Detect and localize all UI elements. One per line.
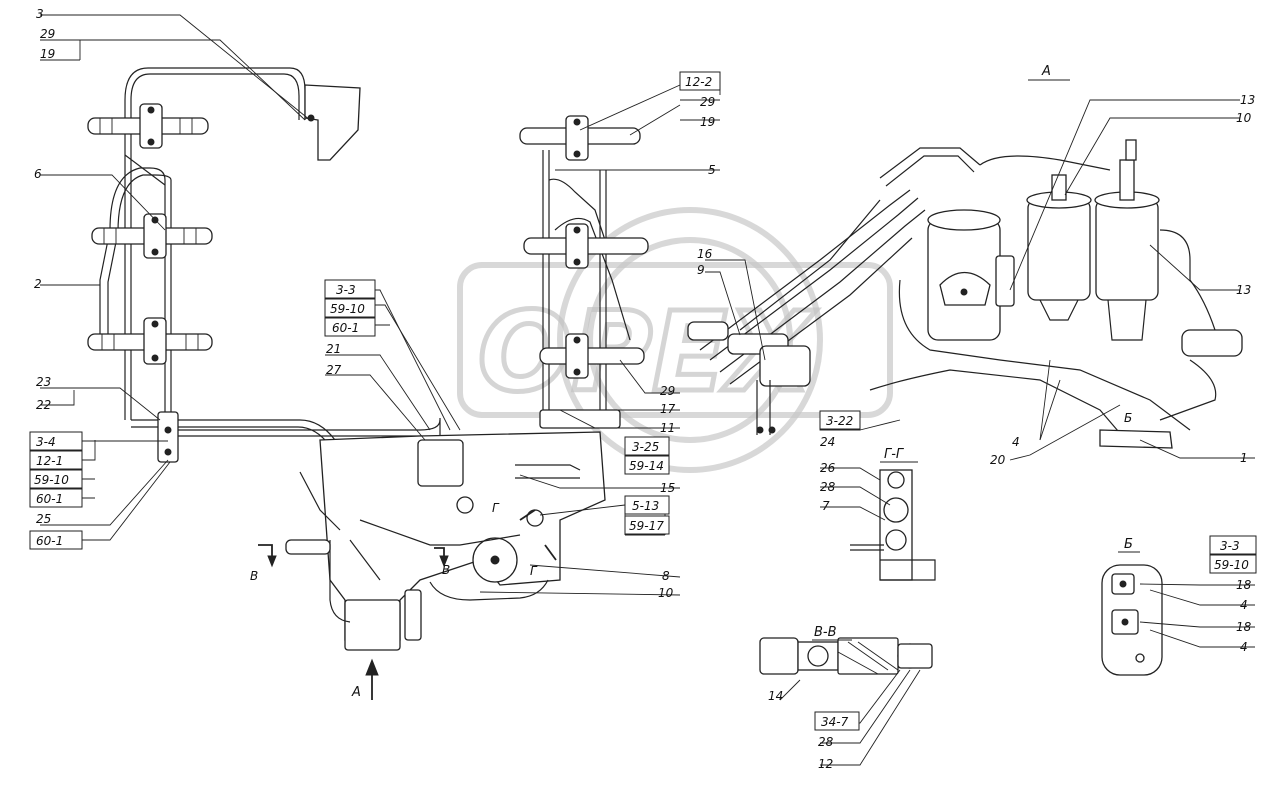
callout: 16 (697, 247, 713, 261)
callout: 9 (697, 263, 705, 277)
callout: 14 (768, 689, 783, 703)
callout: 27 (326, 363, 342, 377)
arrow-g1-label: Г (492, 501, 500, 515)
injector-mid-middle (523, 223, 649, 269)
callout: 21 (326, 342, 341, 356)
callout: 5 (708, 163, 716, 177)
boxed-ref: 59-14 (629, 459, 664, 473)
arrow-g2-label: Г (530, 564, 538, 578)
middle-pipe-assembly (519, 115, 649, 429)
boxed-ref: 60-1 (36, 492, 63, 506)
injection-pump (258, 418, 606, 700)
callout: 19 (700, 115, 715, 129)
boxed-ref: 3-4 (36, 435, 56, 449)
callout: 7 (822, 499, 830, 513)
callout: 4 (1012, 435, 1020, 449)
callout: 23 (36, 375, 51, 389)
callout: 2 (34, 277, 42, 291)
fuel-filter-body (927, 209, 1015, 341)
callout: 29 (40, 27, 55, 41)
injector-lower-left (87, 317, 213, 365)
boxed-ref: 3-22 (826, 414, 853, 428)
boxed-ref: 34-7 (821, 715, 849, 729)
right-filter-assembly (687, 139, 1243, 449)
boxed-ref: 60-1 (332, 321, 359, 335)
boxed-ref: 3-3 (1220, 539, 1240, 553)
view-b-title: Б (1124, 537, 1133, 552)
boxed-ref: 60-1 (36, 534, 63, 548)
callout: 1 (1240, 451, 1248, 465)
boxed-ref: 59-10 (34, 473, 69, 487)
callout: 10 (1236, 111, 1252, 125)
boxed-ref: 5-13 (632, 499, 659, 513)
arrow-v2-label: В (442, 563, 450, 577)
arrow-v1-label: В (250, 569, 258, 583)
section-g-g (850, 469, 936, 581)
callout: 18 (1236, 620, 1252, 634)
callout: 6 (34, 167, 42, 181)
view-labels: A A Г-Г В-В Б В В Г Г Б (250, 64, 1140, 700)
callout: 28 (818, 735, 834, 749)
callout: 10 (658, 586, 674, 600)
callout: 25 (36, 512, 51, 526)
callout-labels: 3 29 19 6 2 23 22 25 29 19 5 16 9 21 27 … (34, 7, 1255, 771)
callout: 11 (660, 421, 675, 435)
callout: 3 (36, 7, 44, 21)
boxed-ref: 3-25 (632, 440, 659, 454)
filter-cup-1 (1026, 174, 1092, 321)
callout: 4 (1240, 598, 1248, 612)
section-v-v (759, 637, 933, 675)
boxed-ref: 59-17 (629, 519, 664, 533)
callout: 18 (1236, 578, 1252, 592)
section-gg-title: Г-Г (884, 447, 905, 462)
callout: 29 (660, 384, 675, 398)
left-pipe-assembly (87, 67, 441, 477)
callout: 13 (1236, 283, 1251, 297)
injector-middle-left (91, 213, 213, 259)
callout: 20 (990, 453, 1006, 467)
boxed-ref: 59-10 (1214, 558, 1249, 572)
callout: 19 (40, 47, 55, 61)
view-b (1101, 564, 1163, 676)
boxed-reference-labels: 3-4 12-1 59-10 60-1 60-1 12-2 3-3 59-10 … (29, 71, 1257, 731)
section-vv-title: В-В (814, 625, 837, 640)
callout: 22 (36, 398, 51, 412)
callout: 8 (662, 569, 670, 583)
filter-cup-2 (1094, 139, 1160, 341)
boxed-ref: 59-10 (330, 302, 365, 316)
boxed-ref: 12-1 (36, 454, 63, 468)
callout: 28 (820, 480, 836, 494)
view-a-label: A (1041, 64, 1051, 79)
boxed-ref: 3-3 (336, 283, 356, 297)
callout: 13 (1240, 93, 1255, 107)
callout: 29 (700, 95, 715, 109)
callout: 26 (820, 461, 836, 475)
callout: 4 (1240, 640, 1248, 654)
leader-lines (30, 14, 1257, 766)
arrow-a-label: A (351, 685, 361, 700)
arrow-b-label: Б (1124, 411, 1132, 425)
callout: 12 (818, 757, 833, 771)
injector-upper-left (87, 103, 209, 149)
injector-upper-middle (519, 115, 641, 161)
callout: 17 (660, 402, 676, 416)
callout: 24 (820, 435, 835, 449)
boxed-ref: 12-2 (685, 75, 712, 89)
injector-lower-middle (539, 333, 645, 379)
callout: 15 (660, 481, 675, 495)
